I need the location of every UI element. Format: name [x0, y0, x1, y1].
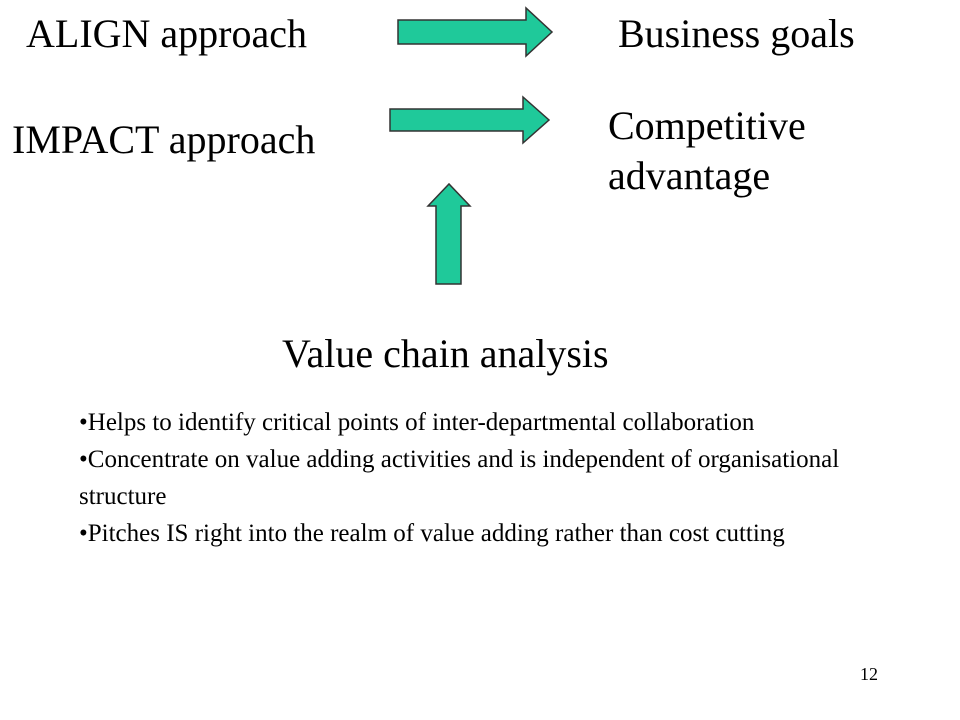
business-goals-label: Business goals	[618, 11, 855, 56]
arrow-impact-to-competitive-advantage	[389, 95, 551, 145]
arrow-value-chain-to-competitive-advantage	[426, 182, 472, 285]
bullet-item: Concentrate on value adding activities a…	[79, 441, 879, 515]
value-chain-analysis-label: Value chain analysis	[282, 331, 609, 376]
page-number: 12	[860, 664, 878, 684]
bullet-item: Helps to identify critical points of int…	[79, 404, 879, 441]
arrow-align-to-business-goals	[397, 6, 554, 58]
competitive-advantage-line2: advantage	[608, 153, 771, 198]
competitive-advantage-line1: Competitive	[608, 103, 806, 148]
align-approach-label: ALIGN approach	[26, 11, 307, 56]
bullet-item: Pitches IS right into the realm of value…	[79, 515, 879, 552]
impact-approach-label: IMPACT approach	[12, 117, 316, 162]
bullet-list: Helps to identify critical points of int…	[79, 404, 879, 552]
